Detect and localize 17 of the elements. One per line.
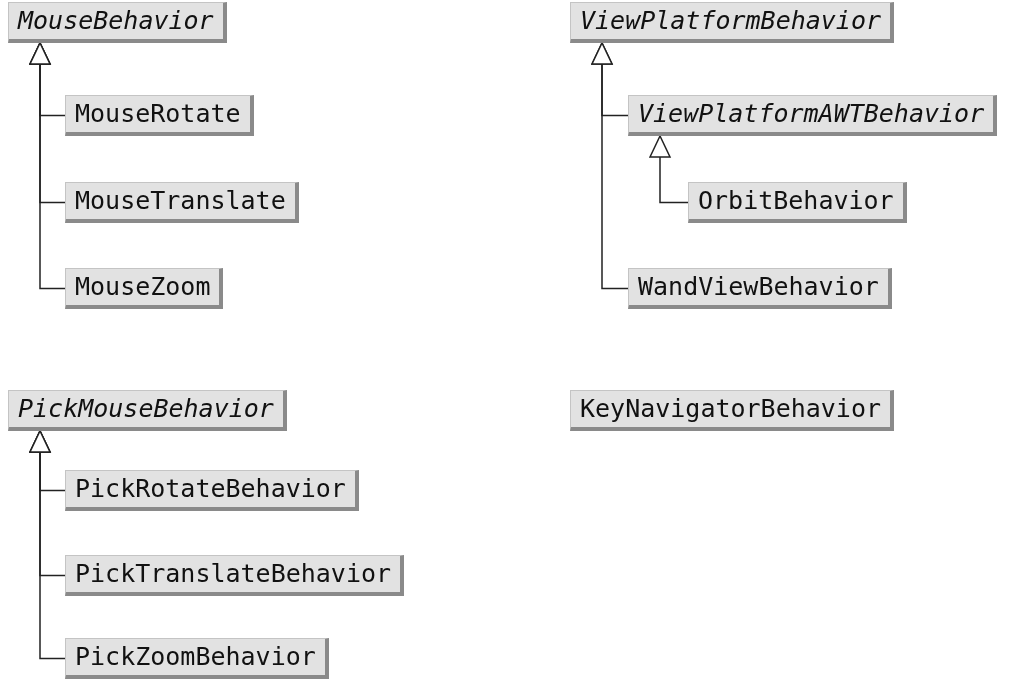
class-box: MouseRotate (65, 95, 254, 136)
inheritance-arrow (649, 135, 689, 204)
inheritance-arrow (29, 430, 66, 660)
abstract-class-box: ViewPlatformBehavior (570, 2, 895, 43)
inheritance-arrow (591, 42, 629, 290)
class-box: PickRotateBehavior (65, 470, 359, 511)
class-box: MouseTranslate (65, 182, 299, 223)
class-box: KeyNavigatorBehavior (570, 390, 895, 431)
class-box: PickTranslateBehavior (65, 555, 405, 596)
abstract-class-box: ViewPlatformAWTBehavior (628, 95, 998, 136)
abstract-class-box: MouseBehavior (8, 2, 227, 43)
class-box: OrbitBehavior (688, 182, 907, 223)
class-box: PickZoomBehavior (65, 638, 329, 679)
class-box: MouseZoom (65, 268, 224, 309)
inheritance-arrow (29, 42, 66, 290)
class-box: WandViewBehavior (628, 268, 892, 309)
abstract-class-box: PickMouseBehavior (8, 390, 287, 431)
